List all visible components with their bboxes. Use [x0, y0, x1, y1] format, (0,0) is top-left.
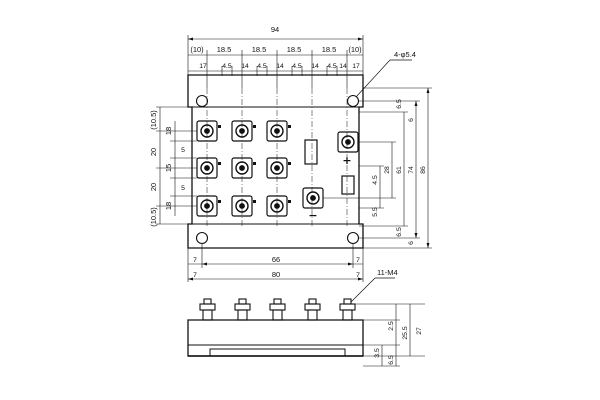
- right-dimension-arrows: [414, 88, 430, 248]
- terminal-r1c2: [231, 120, 253, 142]
- terminal-r3c2: [231, 195, 253, 217]
- right-dimension-lines: [323, 87, 432, 249]
- dim-right-6-5-top: 6.5: [396, 99, 403, 109]
- dim-second-6: 14: [311, 63, 319, 70]
- dim-side-6-5: 6.5: [388, 355, 395, 365]
- dim-right-28: 28: [384, 166, 391, 174]
- dim-bottom-7-l2: 7: [193, 272, 197, 279]
- dim-inner-5-upper: 5: [181, 147, 185, 154]
- mount-hole-note: 4-φ5.4: [394, 50, 416, 59]
- dim-second-3: 4.5: [257, 63, 267, 70]
- bottom-dimension-arrows: [188, 262, 363, 281]
- dim-top-3: 18.5: [287, 45, 302, 54]
- dim-top-5: (10): [348, 45, 362, 54]
- dim-top-2: 18.5: [252, 45, 267, 54]
- terminal-note: 11-M4: [377, 268, 398, 277]
- dim-bottom-66: 66: [272, 255, 280, 264]
- terminal-minus: [302, 187, 324, 209]
- bottom-dimension-lines: [187, 244, 364, 282]
- dim-right-5-5: 5.5: [372, 207, 379, 217]
- dim-right-61: 61: [396, 166, 403, 174]
- dim-right-6-bot: 6: [408, 241, 415, 245]
- dim-second-2: 14: [241, 63, 249, 70]
- dim-side-2-5: 2.5: [388, 321, 395, 331]
- dim-second-4: 14: [276, 63, 284, 70]
- dim-left-2: 20: [149, 148, 158, 156]
- mount-hole-bottom-left: [195, 231, 209, 245]
- terminal-plus: [337, 131, 359, 153]
- dim-second-9: 17: [352, 63, 360, 70]
- terminal-r2c3: [266, 157, 288, 179]
- dim-left-4: 20: [149, 183, 158, 191]
- dim-right-6-5-bot: 6.5: [396, 227, 403, 237]
- insulator-slot-left: [304, 139, 318, 165]
- minus-symbol: −: [308, 209, 317, 222]
- dim-left-6: (10.5): [149, 207, 158, 227]
- side-terminal-4: [304, 298, 321, 321]
- terminal-note-leader: [350, 277, 395, 303]
- left-dimension-labels: (10.5) 18 20 15 20 18 (10.5): [149, 110, 173, 227]
- top-dimension-lines: [187, 35, 364, 88]
- mount-hole-top-right: [346, 94, 360, 108]
- dim-bottom-7-r2: 7: [356, 272, 360, 279]
- dim-second-7: 4.5: [327, 63, 337, 70]
- top-dimension-arrows: [188, 37, 363, 41]
- insulator-slot-right: [341, 175, 355, 195]
- terminal-grid: [196, 120, 288, 217]
- dim-right-74: 74: [408, 166, 415, 174]
- dim-left-5: 18: [164, 202, 173, 210]
- dim-left-1: 18: [164, 127, 173, 135]
- dim-side-27: 27: [416, 327, 423, 335]
- terminal-r1c3: [266, 120, 288, 142]
- side-terminal-5: [339, 298, 356, 321]
- side-terminal-1: [199, 298, 216, 321]
- dim-left-3: 15: [164, 164, 173, 172]
- terminal-r2c2: [231, 157, 253, 179]
- side-terminals: [199, 298, 356, 321]
- side-terminal-3: [269, 298, 286, 321]
- signal-pins: [218, 125, 291, 203]
- side-terminal-2: [234, 298, 251, 321]
- dim-second-8: 14: [339, 63, 347, 70]
- mounting-holes: [195, 94, 360, 245]
- dim-side-25-5: 25.5: [402, 326, 409, 339]
- module-side-view: [187, 319, 364, 357]
- dim-bottom-7-r1: 7: [356, 257, 360, 264]
- mount-hole-top-left: [195, 94, 209, 108]
- hole-note-leader: [355, 59, 412, 98]
- plus-symbol: +: [342, 154, 351, 167]
- dim-inner-5-lower: 5: [181, 185, 185, 192]
- terminal-r3c3: [266, 195, 288, 217]
- side-dimension-lines: [355, 303, 425, 367]
- dim-second-1: 4.5: [222, 63, 232, 70]
- mount-hole-bottom-right: [346, 231, 360, 245]
- dim-second-5: 4.5: [292, 63, 302, 70]
- dim-bottom-7-l1: 7: [193, 257, 197, 264]
- dim-right-6-top: 6: [408, 118, 415, 122]
- dim-second-0: 17: [199, 63, 207, 70]
- dim-right-86: 86: [420, 166, 427, 174]
- dim-bottom-80: 80: [272, 270, 280, 279]
- dim-top-4: 18.5: [322, 45, 337, 54]
- dim-side-3-5: 3.5: [374, 348, 381, 358]
- dim-top-1: 18.5: [217, 45, 232, 54]
- left-dimension-lines: [156, 106, 197, 225]
- power-terminals: [302, 131, 359, 209]
- dim-overall-width: 94: [271, 25, 279, 34]
- dim-left-0: (10.5): [149, 110, 158, 130]
- dim-right-4-5: 4.5: [372, 175, 379, 185]
- dim-top-0: (10): [190, 45, 204, 54]
- terminal-r2c1: [196, 157, 218, 179]
